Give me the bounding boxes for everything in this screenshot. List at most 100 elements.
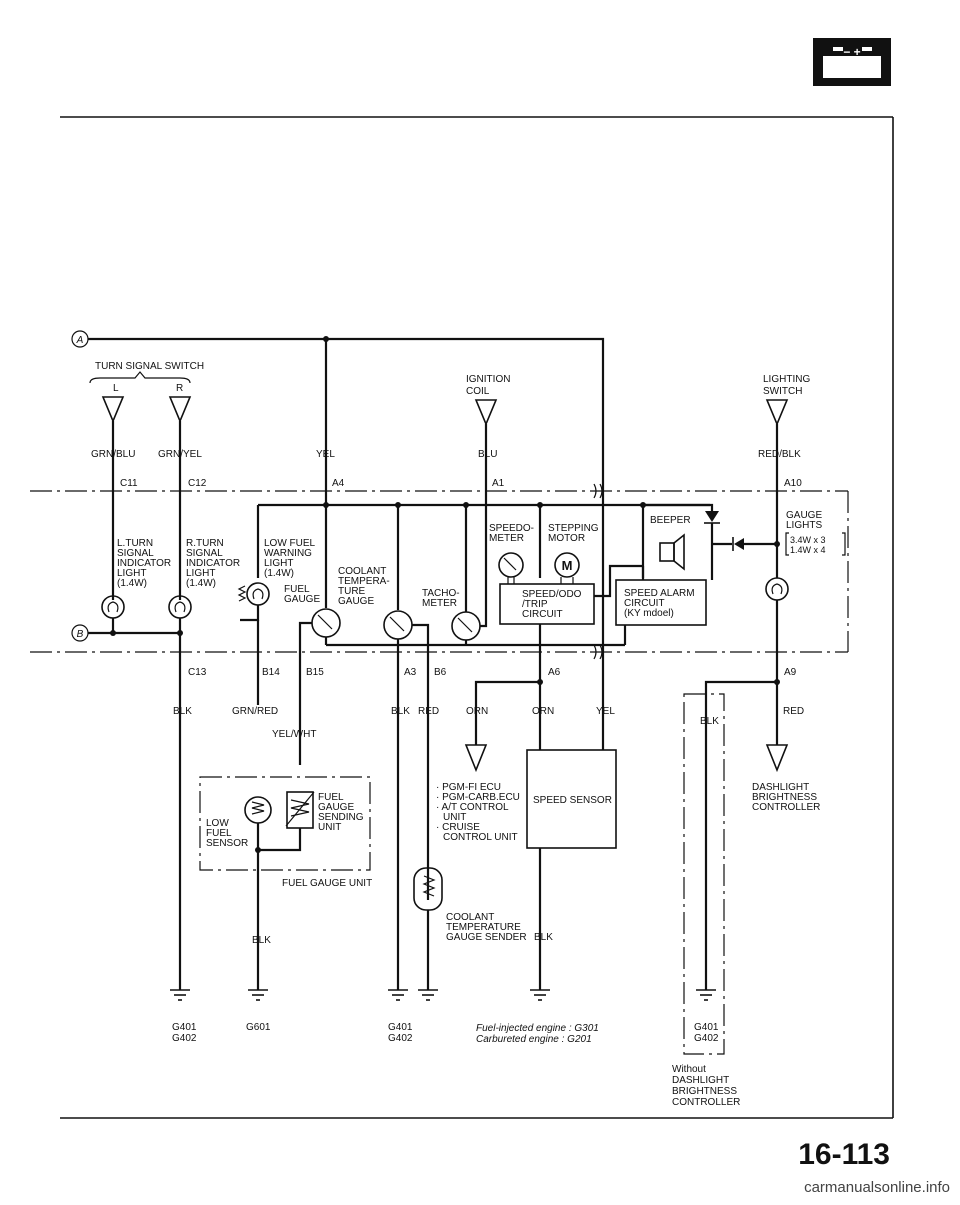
diode-icon [704,511,720,524]
ground-label-g402-c: G402 [694,1033,719,1044]
svg-text:CIRCUIT: CIRCUIT [522,609,563,620]
pin-a3: A3 [404,667,417,678]
fuel-gauge-meter-icon [311,608,341,638]
junction-dot [177,630,183,636]
wire-red-coolant [412,623,430,900]
boundary-break-mark [593,483,603,499]
coolant-gauge-label: COOLANT TEMPERA- TURE GAUGE [338,566,390,607]
speedometer-label: SPEEDO- METER [489,523,534,544]
tachometer-meter-icon [451,611,481,641]
svg-text:LOW: LOW [206,818,229,829]
svg-text:· PGM-FI ECU: · PGM-FI ECU [436,782,501,793]
dashlight-controller-terminal-icon [765,744,789,773]
pin-c13: C13 [188,667,207,678]
fuel-gauge-label: FUEL GAUGE [284,584,320,605]
svg-text:(KY mdoel): (KY mdoel) [624,608,674,619]
svg-text:LIGHTS: LIGHTS [786,520,822,531]
wire-color-grn-red: GRN/RED [232,706,278,717]
wire-color-yel-wht: YEL/WHT [272,729,316,740]
svg-text:GAUGE: GAUGE [786,510,822,521]
turn-signal-switch-label: TURN SIGNAL SWITCH [95,361,204,372]
low-fuel-sensor-icon [244,796,272,824]
svg-text:Without: Without [672,1064,706,1075]
speedometer-icon [498,552,524,584]
svg-text:· A/T CONTROL: · A/T CONTROL [436,802,509,813]
svg-text:METER: METER [422,598,457,609]
without-controller-note: Without DASHLIGHT BRIGHTNESS CONTROLLER [672,1064,740,1108]
svg-text:FUEL: FUEL [318,792,344,803]
turn-signal-switch-bracket [89,371,191,384]
connector-b: B [71,624,89,642]
svg-text:· PGM-CARB.ECU: · PGM-CARB.ECU [436,792,520,803]
wire-color-yel-2: YEL [596,706,615,717]
svg-text:/TRIP: /TRIP [522,599,548,610]
wire-color-blk-without: BLK [700,716,719,727]
ignition-coil-label-1: IGNITION [466,374,510,385]
svg-text:· CRUISE: · CRUISE [436,822,480,833]
low-fuel-bulb-icon [246,582,270,606]
svg-text:TACHO-: TACHO- [422,588,460,599]
wire-diode-feed [643,503,714,511]
wire-color-grn-yel: GRN/YEL [158,449,202,460]
wire-orn-to-ecu [474,680,540,745]
svg-text:INDICATOR: INDICATOR [117,558,171,569]
fuel-gauge-resistor-icon [237,585,247,602]
wire-color-red-2: RED [783,706,804,717]
svg-text:TURE: TURE [338,586,366,597]
ground-label-g601: G601 [246,1022,271,1033]
ground-label-carbureted: Carbureted engine : G201 [476,1034,592,1045]
svg-text:COOLANT: COOLANT [338,566,386,577]
stepping-motor-label: STEPPING MOTOR [548,523,599,544]
wire-color-blu: BLU [478,449,497,460]
low-fuel-warning-label: LOW FUEL WARNING LIGHT (1.4W) [264,538,316,579]
wire-color-blk-speed: BLK [534,932,553,943]
wire-color-red-b6: RED [418,706,439,717]
fuel-gauge-unit-boundary [199,776,371,871]
svg-text:DASHLIGHT: DASHLIGHT [672,1075,729,1086]
junction-dot [537,679,543,685]
svg-text:WARNING: WARNING [264,548,312,559]
wire-color-grn-blu: GRN/BLU [91,449,135,460]
svg-text:LIGHT: LIGHT [186,568,215,579]
svg-text:SPEED/ODO: SPEED/ODO [522,589,582,600]
svg-text:(1.4W): (1.4W) [117,578,147,589]
connector-a: A [71,330,89,348]
svg-text:3.4W x 3: 3.4W x 3 [790,535,826,545]
switch-r-label: R [176,383,183,394]
svg-text:CONTROLLER: CONTROLLER [672,1097,740,1108]
ground-label-fuel-injected: Fuel-injected engine : G301 [476,1023,599,1034]
pin-b14: B14 [262,667,280,678]
svg-text:INDICATOR: INDICATOR [186,558,240,569]
svg-text:LIGHT: LIGHT [117,568,146,579]
wire-color-blk-fuel-unit: BLK [252,935,271,946]
ecu-terminal-icon [464,744,488,773]
svg-text:FUEL: FUEL [206,828,232,839]
svg-text:B: B [77,629,84,640]
beeper-speaker-icon [659,533,685,571]
pin-a1: A1 [492,478,505,489]
battery-icon: − + [813,38,891,86]
svg-text:GAUGE: GAUGE [318,802,354,813]
svg-text:A: A [76,335,84,346]
watermark: carmanualsonline.info [804,1179,950,1196]
pin-a10: A10 [784,478,802,489]
svg-text:GAUGE: GAUGE [284,594,320,605]
wire-color-red-blk: RED/BLK [758,449,801,460]
ground-icon [170,989,190,1001]
diode-to-lights-icon [712,537,777,551]
svg-text:CONTROLLER: CONTROLLER [752,802,820,813]
lighting-switch-terminal-icon [765,399,789,427]
turn-switch-r-terminal-icon [168,396,192,424]
svg-text:GAUGE: GAUGE [338,596,374,607]
wire-color-orn-2: ORN [532,706,554,717]
wire-color-yel: YEL [316,449,335,460]
without-controller-boundary [683,693,725,1055]
ground-label-g401-b: G401 [388,1022,413,1033]
wire-blk-without-controller [704,680,777,990]
svg-text:STEPPING: STEPPING [548,523,599,534]
ground-icon [388,989,408,1001]
svg-text:SENSOR: SENSOR [206,838,248,849]
wire-color-blk-a3: BLK [391,706,410,717]
ignition-coil-label-2: COIL [466,386,490,397]
